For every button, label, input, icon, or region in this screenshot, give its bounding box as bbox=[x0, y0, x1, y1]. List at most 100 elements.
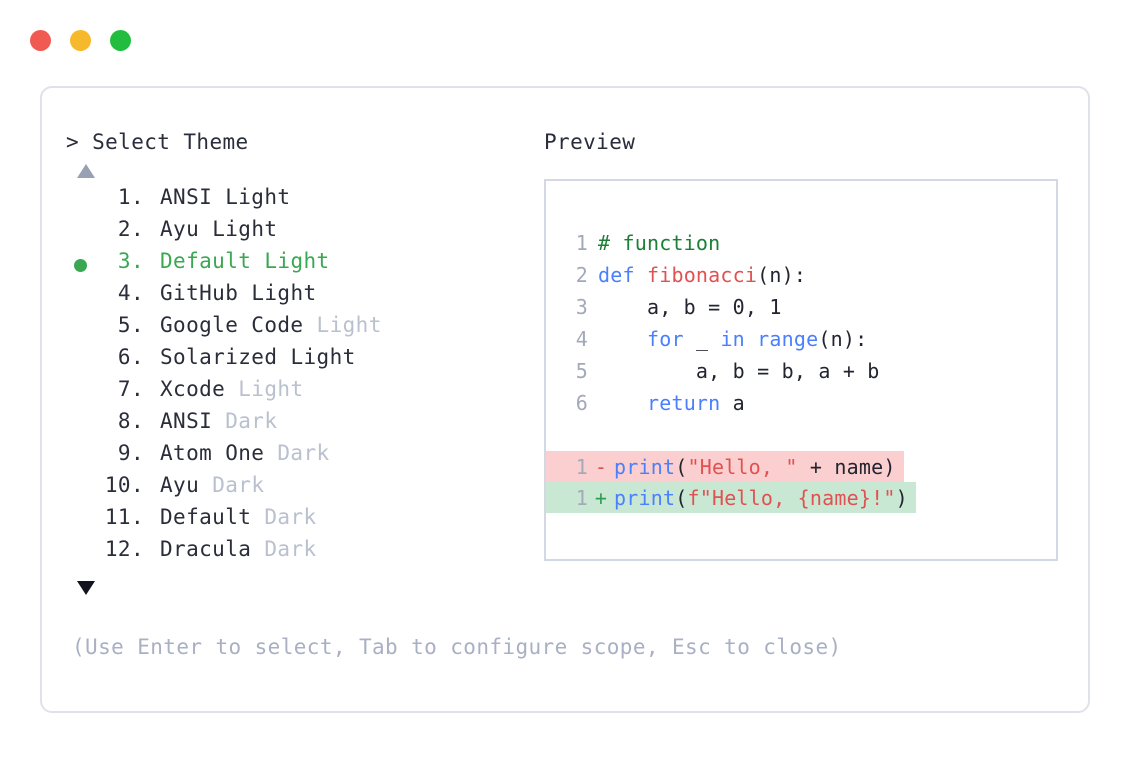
line-number: 2 bbox=[575, 263, 588, 287]
theme-item-index: 5. bbox=[117, 313, 144, 337]
theme-item-name: ANSI bbox=[160, 409, 226, 433]
theme-item-index: 2. bbox=[117, 217, 144, 241]
code-token bbox=[598, 327, 647, 351]
theme-list-item[interactable]: 5. Google Code Light bbox=[66, 313, 544, 345]
theme-item-name: Atom One bbox=[160, 441, 278, 465]
theme-item-name: Default bbox=[160, 505, 265, 529]
theme-list-item[interactable]: 6.Solarized Light bbox=[66, 345, 544, 377]
theme-list-item[interactable]: 9. Atom One Dark bbox=[66, 441, 544, 473]
theme-item-variant: Dark bbox=[212, 473, 265, 497]
triangle-up-icon bbox=[77, 164, 95, 178]
diff-line-del: 1-print("Hello, " + name) bbox=[546, 451, 904, 482]
code-source: def fibonacci(n): bbox=[588, 259, 806, 291]
preview-label: Preview bbox=[544, 130, 636, 154]
theme-item-index: 11. bbox=[104, 505, 144, 529]
code-source: print(f"Hello, {name}!") bbox=[614, 482, 916, 514]
line-number: 1 bbox=[575, 485, 588, 510]
diff-block: 1-print("Hello, " + name)1+print(f"Hello… bbox=[546, 451, 1056, 513]
theme-item-variant: Light bbox=[212, 217, 278, 241]
theme-item-name: Ayu bbox=[160, 217, 213, 241]
scroll-up-indicator[interactable] bbox=[66, 157, 544, 185]
selection-bullet-cell bbox=[66, 258, 98, 272]
code-token: for bbox=[646, 327, 684, 351]
theme-list-item[interactable]: 2. Ayu Light bbox=[66, 217, 544, 249]
code-token: ) bbox=[895, 485, 908, 510]
code-token: in bbox=[720, 327, 745, 351]
theme-item-index: 4. bbox=[117, 281, 144, 305]
code-token: a bbox=[720, 391, 745, 415]
theme-item-name: Dracula bbox=[160, 537, 265, 561]
code-token: (n): bbox=[818, 327, 868, 351]
theme-item-name: Google Code bbox=[160, 313, 317, 337]
theme-item-index: 7. bbox=[117, 377, 144, 401]
theme-list-item[interactable]: 12. Dracula Dark bbox=[66, 537, 544, 569]
scroll-down-indicator[interactable] bbox=[66, 571, 544, 605]
line-number: 5 bbox=[575, 359, 588, 383]
code-token: print bbox=[614, 485, 676, 510]
theme-item-variant: Dark bbox=[277, 441, 330, 465]
code-line: 5 a, b = b, a + b bbox=[546, 355, 1056, 387]
maximize-button[interactable] bbox=[110, 30, 131, 51]
theme-item-index: 1. bbox=[117, 185, 144, 209]
line-number: 3 bbox=[575, 295, 588, 319]
theme-item-index: 9. bbox=[117, 441, 144, 465]
code-source: a, b = 0, 1 bbox=[588, 291, 782, 323]
close-button[interactable] bbox=[30, 30, 51, 51]
code-line: 4 for _ in range(n): bbox=[546, 323, 1056, 355]
code-token: print bbox=[614, 454, 676, 479]
code-spacer bbox=[546, 419, 1056, 451]
minimize-button[interactable] bbox=[70, 30, 91, 51]
code-token: _ bbox=[683, 327, 721, 351]
theme-item-name: GitHub bbox=[160, 281, 252, 305]
code-token bbox=[745, 327, 757, 351]
code-token: ( bbox=[675, 485, 688, 510]
theme-item-name: Solarized bbox=[160, 345, 291, 369]
theme-list-item[interactable]: 3.Default Light bbox=[66, 249, 544, 281]
code-line: 1# function bbox=[546, 227, 1056, 259]
code-line: 6 return a bbox=[546, 387, 1056, 419]
theme-item-index: 12. bbox=[104, 537, 144, 561]
code-token: f"Hello, {name}!" bbox=[687, 485, 896, 510]
theme-item-variant: Light bbox=[251, 281, 317, 305]
code-token: fibonacci bbox=[646, 263, 758, 287]
keyboard-hint: (Use Enter to select, Tab to configure s… bbox=[72, 635, 842, 659]
code-token: + name) bbox=[797, 454, 896, 479]
theme-list-item[interactable]: 1.ANSI Light bbox=[66, 185, 544, 217]
code-token: a, b = b, a + b bbox=[598, 359, 880, 383]
code-token: def bbox=[598, 263, 647, 287]
code-token: return bbox=[646, 391, 721, 415]
theme-item-name: Xcode bbox=[160, 377, 239, 401]
theme-item-index: 10. bbox=[104, 473, 144, 497]
page-title: > Select Theme bbox=[66, 130, 249, 154]
code-token: "Hello, " bbox=[687, 454, 798, 479]
theme-item-variant: Dark bbox=[264, 537, 317, 561]
diff-marker: + bbox=[594, 485, 608, 510]
theme-list-item[interactable]: 4. GitHub Light bbox=[66, 281, 544, 313]
theme-item-variant: Light bbox=[290, 345, 356, 369]
code-token: # function bbox=[598, 231, 721, 255]
code-source: return a bbox=[588, 387, 745, 419]
theme-item-name: ANSI bbox=[160, 185, 226, 209]
theme-list-item[interactable]: 7. Xcode Light bbox=[66, 377, 544, 409]
code-line: 3 a, b = 0, 1 bbox=[546, 291, 1056, 323]
theme-list-item[interactable]: 11. Default Dark bbox=[66, 505, 544, 537]
theme-list-item[interactable]: 8. ANSI Dark bbox=[66, 409, 544, 441]
theme-list-item[interactable]: 10.Ayu Dark bbox=[66, 473, 544, 505]
code-source: for _ in range(n): bbox=[588, 323, 867, 355]
code-token: range bbox=[757, 327, 819, 351]
theme-item-variant: Dark bbox=[264, 505, 317, 529]
line-number: 1 bbox=[575, 454, 588, 479]
theme-item-variant: Light bbox=[238, 377, 304, 401]
line-number: 4 bbox=[575, 327, 588, 351]
theme-item-variant: Light bbox=[316, 313, 382, 337]
theme-item-index: 8. bbox=[117, 409, 144, 433]
theme-item-variant: Dark bbox=[225, 409, 278, 433]
window-controls bbox=[30, 30, 131, 51]
line-number: 6 bbox=[575, 391, 588, 415]
selected-bullet-icon bbox=[74, 258, 87, 272]
